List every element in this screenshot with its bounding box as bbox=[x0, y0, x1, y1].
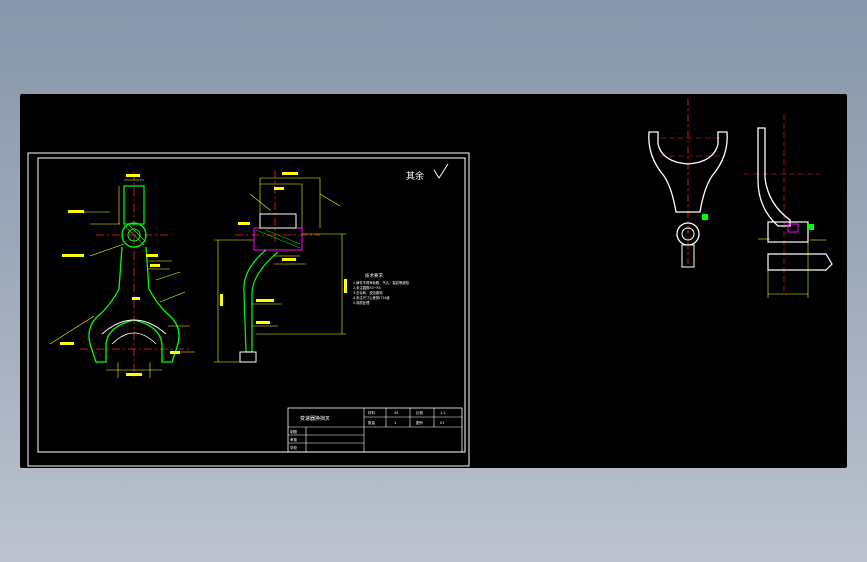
note-line-3: 3.去毛刺、锐边倒钝 bbox=[353, 290, 383, 295]
front-fork-bore-arc bbox=[111, 332, 157, 345]
side-hatch-2 bbox=[265, 229, 301, 245]
tb-cell-drawing-no-label: 图号 bbox=[416, 420, 424, 425]
model-boss bbox=[681, 244, 695, 268]
roughness-check-icon bbox=[433, 163, 449, 179]
tb-cell-material-label: 材料 bbox=[368, 410, 376, 415]
tb-row-label-2: 审核 bbox=[290, 437, 298, 442]
roughness-note: 其余 bbox=[406, 170, 424, 182]
tb-cell-drawing-no: 01 bbox=[440, 421, 444, 425]
model-side-arm bbox=[757, 127, 791, 227]
front-dim-text-marks bbox=[60, 174, 180, 376]
tb-cell-qty-label: 数量 bbox=[368, 420, 376, 425]
model-side-dimensions bbox=[758, 238, 826, 298]
note-line-5: 5.调质处理 bbox=[353, 300, 370, 305]
model-fork-outline bbox=[648, 131, 728, 213]
front-hub-outer bbox=[121, 222, 147, 248]
tb-cell-scale-label: 比例 bbox=[416, 410, 424, 415]
dim-text-mark bbox=[238, 222, 250, 225]
roughness-note-group: 其余 bbox=[406, 163, 449, 182]
note-line-1: 1.铸件不得有砂眼、气孔、裂纹等缺陷 bbox=[353, 280, 409, 285]
dim-text-mark bbox=[256, 321, 270, 324]
sheet-outer-border bbox=[27, 152, 470, 467]
model-side-base bbox=[767, 253, 833, 271]
dim-text-mark bbox=[68, 210, 84, 213]
note-line-2: 2.未注圆角R3~R5 bbox=[353, 285, 381, 290]
dim-text-mark bbox=[170, 351, 180, 354]
model-side-magenta-rect bbox=[787, 223, 799, 233]
dim-text-mark bbox=[62, 254, 84, 257]
notes-title: 技术要求 bbox=[365, 272, 383, 279]
dim-text-mark bbox=[256, 299, 274, 302]
front-hub-hatch-1 bbox=[123, 224, 145, 246]
dim-text-mark bbox=[60, 342, 74, 345]
side-dim-text-marks bbox=[220, 172, 347, 324]
leader-side-1 bbox=[249, 193, 271, 211]
dim-text-mark bbox=[282, 172, 298, 175]
model-front-view bbox=[648, 98, 728, 268]
tb-cell-material: 45 bbox=[394, 411, 398, 415]
dim-text-mark bbox=[282, 258, 296, 261]
front-fork-inner-arc bbox=[101, 319, 167, 335]
leader-hub-note-3 bbox=[89, 243, 125, 257]
dim-text-mark bbox=[132, 297, 140, 300]
note-line-4: 4.未注尺寸公差按IT14级 bbox=[353, 295, 390, 300]
side-hatch-1 bbox=[255, 229, 301, 249]
front-hub-hatch-2 bbox=[127, 223, 147, 243]
front-view bbox=[49, 172, 195, 379]
front-dimensions bbox=[49, 179, 195, 378]
tb-row-label-3: 学校 bbox=[290, 445, 298, 450]
model-hub-bore bbox=[681, 227, 695, 241]
dim-text-mark bbox=[150, 264, 160, 267]
model-side-view bbox=[744, 114, 833, 298]
dim-text-mark bbox=[146, 254, 158, 257]
front-boss-outline bbox=[123, 185, 145, 225]
technical-notes: 技术要求 1.铸件不得有砂眼、气孔、裂纹等缺陷 2.未注圆角R3~R5 3.去毛… bbox=[353, 272, 409, 305]
dim-text-mark bbox=[274, 187, 284, 190]
side-dimensions bbox=[214, 177, 346, 363]
model-green-marker bbox=[702, 214, 708, 220]
side-view bbox=[214, 170, 347, 363]
drawing-sheet bbox=[27, 152, 470, 467]
model-side-block bbox=[767, 221, 809, 243]
side-boss bbox=[259, 213, 297, 229]
sheet-inner-border bbox=[37, 157, 466, 453]
leader-side-2 bbox=[319, 193, 341, 207]
title-block-frame bbox=[287, 407, 463, 453]
leader-arm-4 bbox=[159, 291, 186, 303]
tb-cell-qty: 1 bbox=[394, 421, 396, 425]
dim-text-mark bbox=[344, 279, 347, 293]
tb-row-label-1: 制图 bbox=[290, 429, 298, 434]
dim-text-mark bbox=[220, 294, 223, 306]
dim-text-mark bbox=[126, 174, 140, 177]
cad-viewport[interactable]: 其余 技术要求 1.铸件不得有砂眼、气孔、裂纹等缺陷 2.未注圆角R3~R5 3… bbox=[20, 94, 847, 468]
tb-cell-scale: 1:2 bbox=[440, 411, 446, 415]
cad-drawing-canvas[interactable]: 其余 技术要求 1.铸件不得有砂眼、气孔、裂纹等缺陷 2.未注圆角R3~R5 3… bbox=[20, 94, 847, 468]
leader-arm-3 bbox=[155, 271, 181, 281]
side-fork-foot bbox=[239, 351, 257, 363]
title-block: 变速器换挡叉 制图 审核 学校 材料 45 比例 1:2 数量 1 图号 01 bbox=[287, 407, 463, 453]
part-name: 变速器换挡叉 bbox=[300, 415, 330, 422]
dim-fork-radius bbox=[49, 315, 95, 345]
dim-text-mark bbox=[126, 373, 142, 376]
front-hub-bore bbox=[127, 228, 141, 242]
model-side-green-marker bbox=[808, 224, 814, 230]
